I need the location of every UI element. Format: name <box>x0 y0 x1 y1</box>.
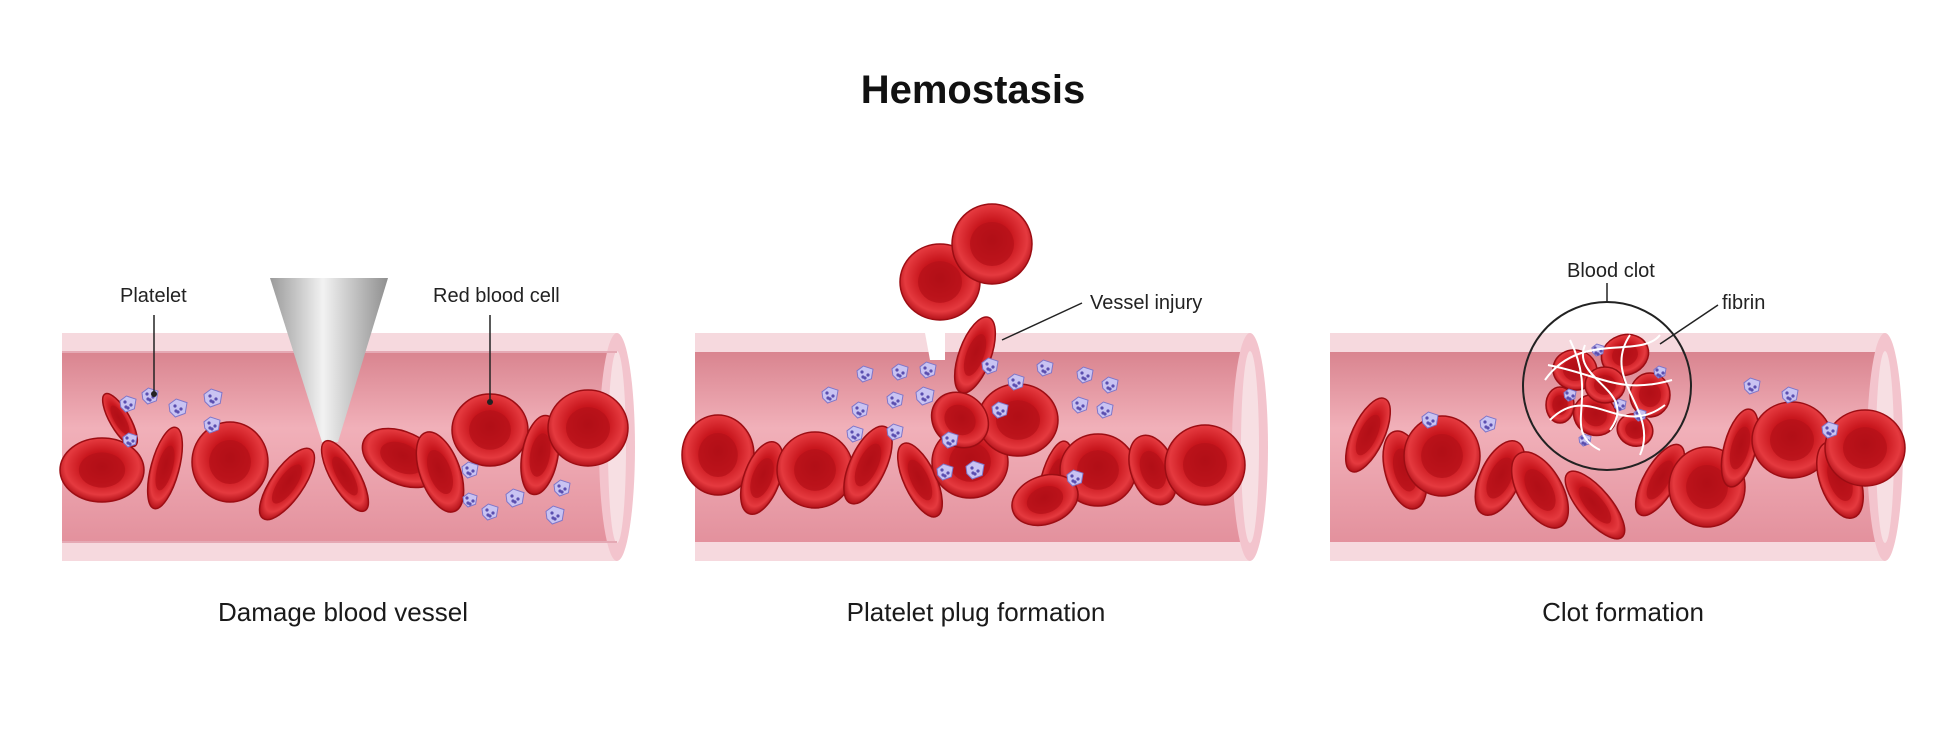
red-blood-cell <box>1510 451 1570 529</box>
red-blood-cell <box>739 441 785 515</box>
red-blood-cell <box>59 437 145 503</box>
red-blood-cell <box>1128 434 1178 506</box>
platelet <box>1101 376 1119 394</box>
label-blood-clot: Blood clot <box>1567 260 1655 282</box>
platelet <box>891 363 909 381</box>
platelet <box>991 401 1009 419</box>
platelet <box>915 386 935 406</box>
platelet <box>821 386 839 404</box>
platelet <box>545 505 565 525</box>
red-blood-cell <box>451 393 529 467</box>
caption-panel-3: Clot formation <box>1542 597 1704 627</box>
platelet <box>141 387 159 405</box>
fibrin-strand <box>1569 339 1601 451</box>
platelet <box>462 492 478 508</box>
red-blood-cell <box>1059 433 1137 507</box>
platelets <box>119 357 1839 525</box>
platelet <box>553 479 571 497</box>
platelet <box>1653 365 1667 379</box>
red-blood-cell <box>258 447 316 521</box>
platelet <box>886 423 904 441</box>
red-blood-cell <box>977 383 1059 457</box>
red-blood-cell <box>1564 470 1626 540</box>
needle-icon <box>270 278 388 442</box>
red-blood-cell <box>1600 333 1650 377</box>
fibrin-strand <box>1549 404 1666 421</box>
red-blood-cell <box>1344 397 1392 473</box>
red-blood-cell <box>547 389 629 467</box>
platelet <box>168 398 188 418</box>
leader-lines <box>153 283 1719 402</box>
platelet <box>851 401 869 419</box>
red-blood-cell <box>776 431 854 509</box>
platelet <box>856 365 874 383</box>
red-blood-cell <box>930 391 990 449</box>
label-platelet: Platelet <box>120 285 187 307</box>
platelet <box>1781 386 1799 404</box>
platelet <box>1563 388 1577 402</box>
platelet <box>981 357 999 375</box>
platelet <box>1036 359 1054 377</box>
fibrin-strand <box>1544 334 1661 381</box>
blood-clot-circle <box>1522 301 1692 471</box>
platelet <box>1096 401 1114 419</box>
platelet <box>1007 373 1025 391</box>
red-blood-cell <box>1403 415 1481 497</box>
red-blood-cell <box>843 425 893 505</box>
red-blood-cell <box>320 439 370 513</box>
platelet <box>203 416 221 434</box>
platelet <box>965 460 985 480</box>
red-blood-cell <box>415 431 465 513</box>
fibrin-strand <box>1547 364 1673 387</box>
platelet <box>119 395 137 413</box>
red-blood-cell <box>1720 408 1760 488</box>
red-blood-cell <box>1824 409 1906 487</box>
red-blood-cell <box>1474 440 1526 516</box>
platelet <box>886 391 904 409</box>
platelet <box>936 463 954 481</box>
platelet <box>941 431 959 449</box>
label-vessel-injury: Vessel injury <box>1090 292 1202 314</box>
platelet <box>1479 415 1497 433</box>
platelet <box>1743 377 1761 395</box>
platelet <box>1821 421 1839 439</box>
label-red-blood-cell: Red blood cell <box>433 285 560 307</box>
red-blood-cell <box>1164 424 1246 506</box>
platelet <box>481 503 499 521</box>
platelet <box>919 361 937 379</box>
red-blood-cell <box>1011 473 1079 527</box>
platelet <box>1071 396 1089 414</box>
red-blood-cells <box>59 203 1906 540</box>
platelet <box>1066 469 1084 487</box>
red-blood-cell <box>191 421 269 503</box>
label-fibrin: fibrin <box>1722 292 1765 314</box>
red-blood-cell <box>146 426 184 510</box>
platelet <box>1421 411 1439 429</box>
red-blood-cell <box>951 203 1033 285</box>
red-blood-cell <box>681 414 755 496</box>
platelet <box>846 425 864 443</box>
fibrin-strand <box>1620 334 1646 456</box>
platelet <box>505 488 525 508</box>
platelet <box>203 388 223 408</box>
platelet <box>461 461 479 479</box>
platelet <box>1076 366 1094 384</box>
fibrin-strand <box>1581 344 1619 431</box>
red-blood-cell <box>1629 372 1671 418</box>
caption-panel-2: Platelet plug formation <box>847 597 1106 627</box>
caption-panel-1: Damage blood vessel <box>218 597 468 627</box>
platelet <box>122 432 138 448</box>
diagram-title: Hemostasis <box>860 68 1086 112</box>
